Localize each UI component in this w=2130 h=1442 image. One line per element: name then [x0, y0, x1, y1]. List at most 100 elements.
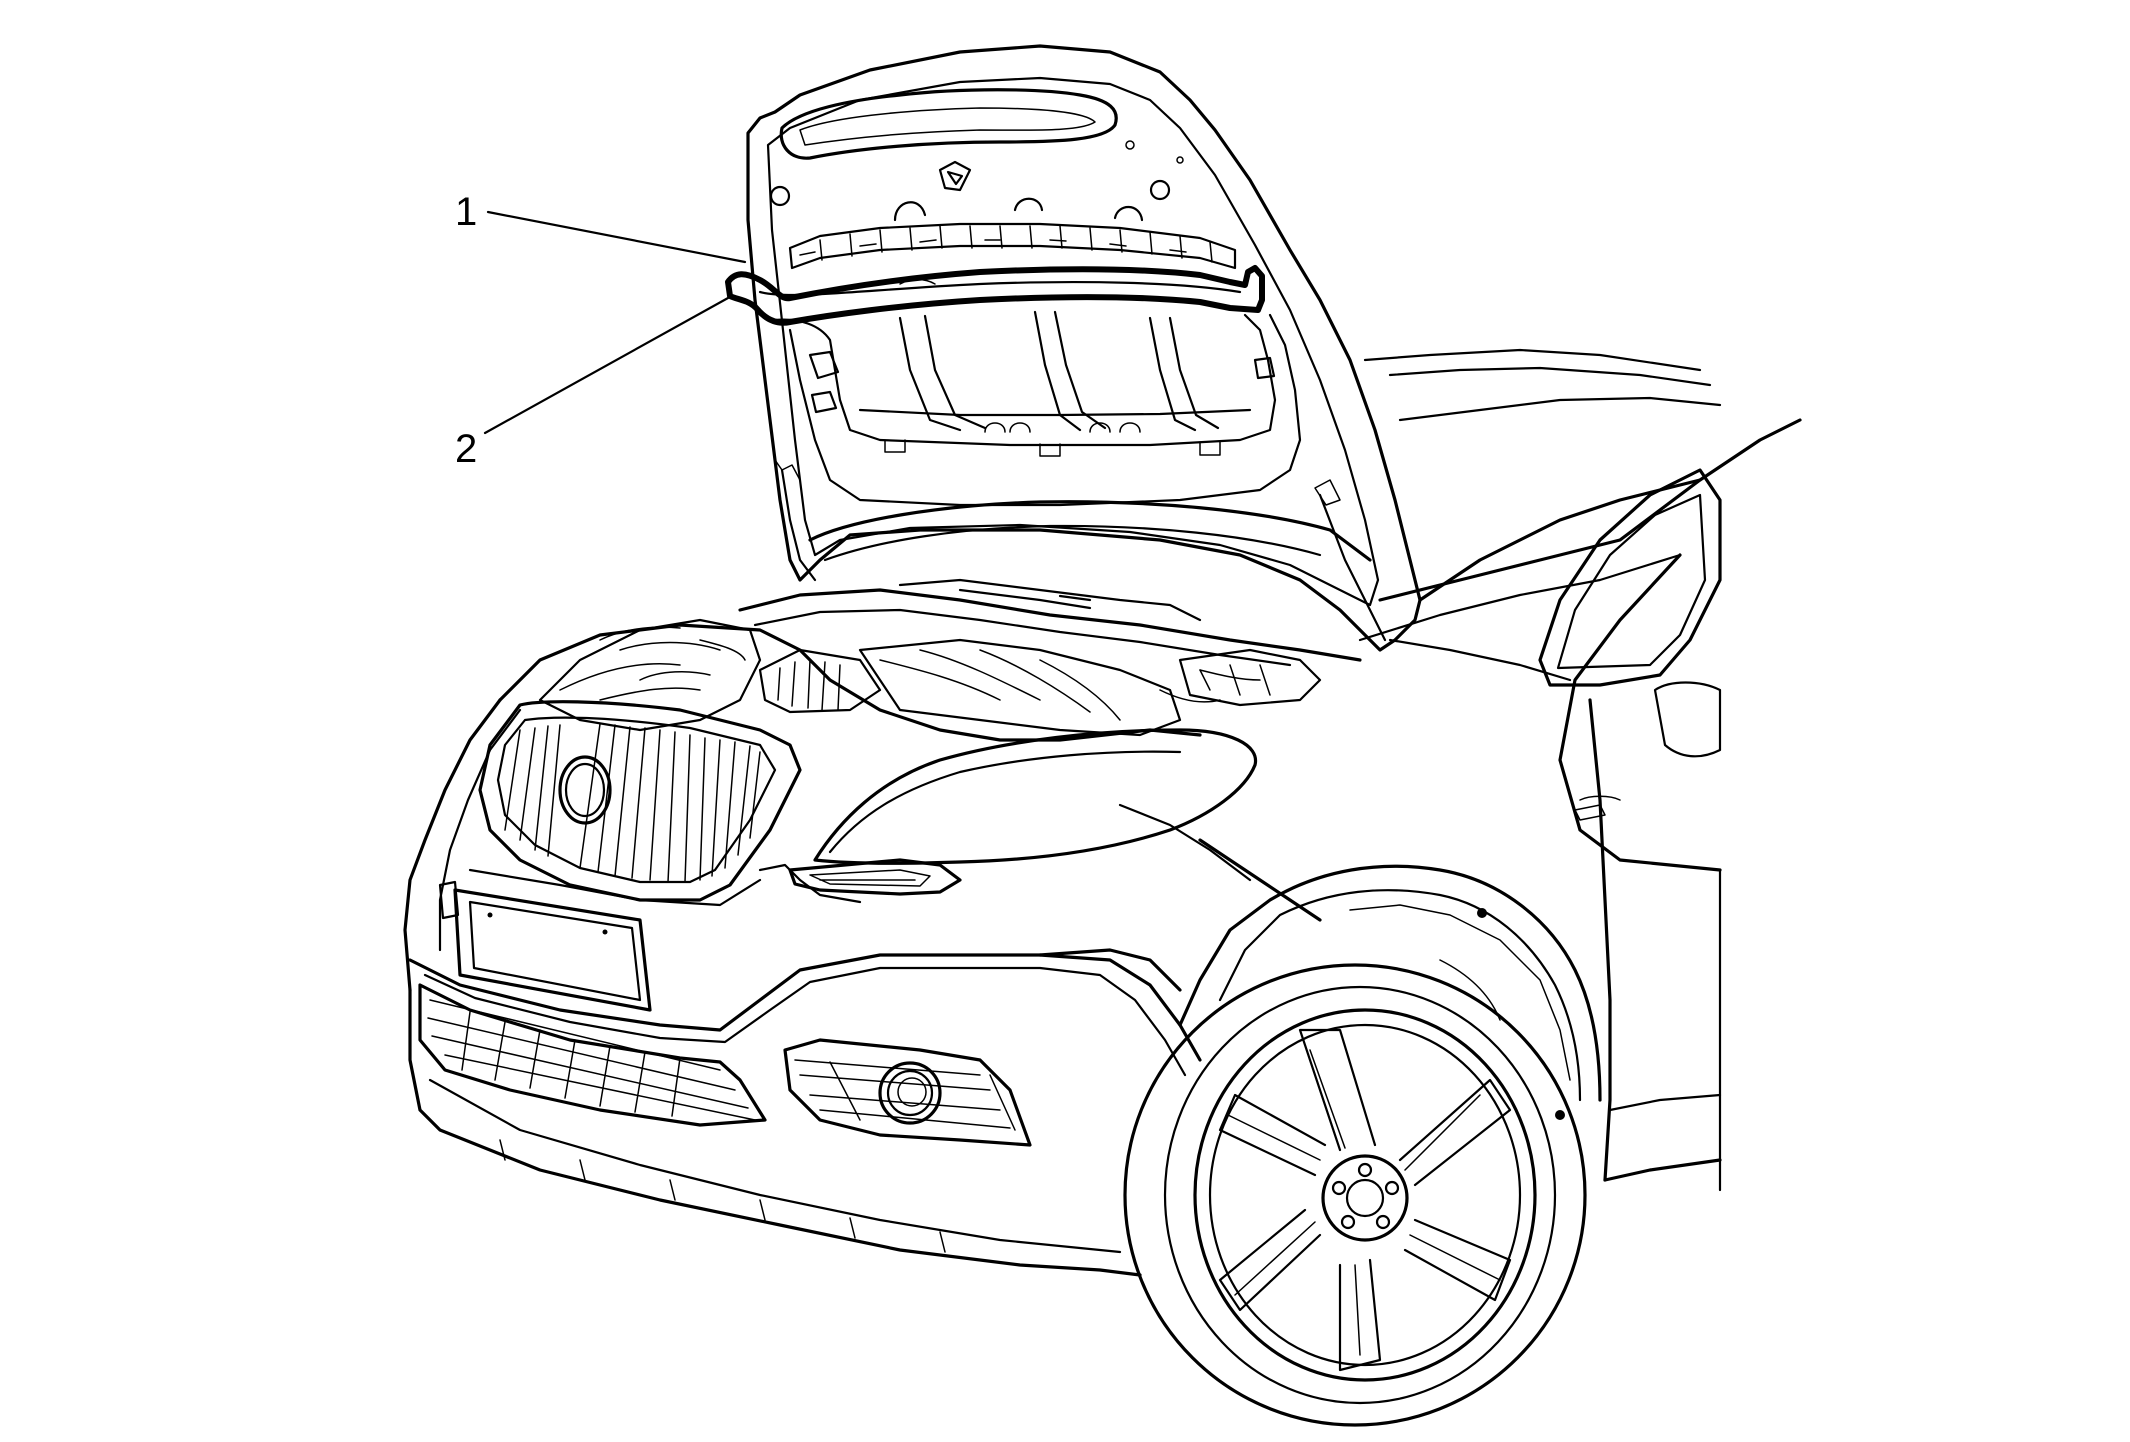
bumper-side-right: [1038, 948, 1182, 992]
fender-crease: [1118, 803, 1252, 882]
hood-stiffener-5: [1148, 316, 1197, 432]
hood-handle-inner: [799, 107, 1096, 146]
hood-bump-mid: [1013, 197, 1044, 212]
brake-caliper: [1439, 959, 1501, 1021]
fender-arch: [1178, 838, 1602, 1102]
cowl-panel: [738, 588, 1362, 662]
body-roof-line: [1363, 348, 1702, 372]
headlight: [813, 728, 1258, 865]
bumper-splitter-ticks: [499, 1139, 946, 1253]
hood-latch-right: [1253, 356, 1276, 380]
fog-lamp-housing: [783, 1038, 1032, 1147]
hood-bump-left: [893, 201, 927, 222]
side-window-inner: [1556, 493, 1707, 670]
insulator-channel-slots: [799, 239, 1187, 256]
grille-emblem-inner: [564, 762, 606, 818]
license-plate: [453, 888, 652, 1012]
hood-stiffener-2: [923, 314, 987, 430]
wheel-spoke-5: [1218, 1208, 1322, 1312]
hood-lower-lip: [808, 500, 1372, 562]
hood-hole-left: [769, 185, 791, 207]
rocker-panel-2: [1608, 1093, 1722, 1112]
engine-hoses: [559, 641, 721, 701]
bumper-bottom: [408, 988, 1142, 1277]
grille-emblem: [558, 755, 612, 825]
turn-signal: [788, 858, 962, 896]
hood-strut-right-2: [1314, 479, 1341, 506]
door-line: [1588, 698, 1612, 1182]
body-side: [1118, 348, 1802, 1192]
fascia-mid: [468, 868, 762, 907]
front-fascia: [403, 623, 1258, 1277]
hood-hole-small-2: [1176, 156, 1184, 164]
callout-2-leader: [483, 296, 730, 435]
fascia-left-inner: [438, 708, 522, 952]
wheel-hub-center: [1345, 1178, 1385, 1218]
rocker-panel: [1603, 1158, 1722, 1182]
wheel-spoke-2: [1398, 1078, 1512, 1187]
lower-grille-slats: [427, 999, 756, 1121]
engine-airbox: [758, 648, 882, 714]
fender-liner: [1349, 904, 1571, 1081]
rim-edge: [1193, 1008, 1537, 1382]
a-pillar: [1558, 553, 1722, 872]
hood-stiffener-4: [1053, 310, 1107, 430]
engine-manifold-detail: [879, 649, 1121, 721]
tire-inner: [1163, 985, 1557, 1405]
hood-inner-crossbar: [858, 408, 1252, 417]
lug-nut-2: [1384, 1180, 1400, 1196]
lower-grille: [418, 983, 767, 1127]
fender-top: [1378, 418, 1802, 602]
hood-strut-left: [780, 468, 817, 582]
license-plate-inner: [468, 900, 642, 1002]
lug-nut-3: [1375, 1214, 1391, 1230]
hood-inner-rim: [766, 76, 1380, 607]
engine-left-cover: [538, 618, 762, 732]
body-roof-line-3: [1398, 396, 1722, 422]
grille-slats: [504, 723, 761, 883]
plate-bolt-left: [487, 912, 493, 918]
hood-insulator-seal: [725, 265, 1265, 326]
hood-handle-opening: [779, 88, 1118, 160]
tire-outer: [1123, 963, 1587, 1427]
fascia-headlight-edge: [758, 863, 862, 904]
hood: [725, 44, 1422, 652]
fascia-top: [498, 623, 1202, 742]
hood-stiffener-3: [1033, 310, 1082, 432]
lug-nut-5: [1331, 1180, 1347, 1196]
windshield-edge: [1418, 478, 1702, 602]
fog-lamp-core: [897, 1077, 927, 1107]
hood-strut-left-2: [774, 459, 801, 481]
side-mirror: [1653, 681, 1722, 758]
callout-2-label: 2: [455, 427, 477, 471]
engine-airbox-ribs: [777, 659, 841, 711]
hood-strut-right: [1318, 493, 1387, 642]
turn-signal-inner: [809, 869, 931, 887]
wheel-spoke-4: [1338, 1258, 1382, 1372]
insulator-channel: [788, 222, 1237, 270]
door-handle: [1579, 795, 1621, 801]
hood-hole-right: [1149, 179, 1171, 201]
callout-1-label: 1: [455, 190, 477, 234]
bumper-upper-edge: [408, 953, 1202, 1062]
lug-nut-4: [1340, 1214, 1356, 1230]
fog-lamp-slats: [794, 1059, 1016, 1131]
hood-lower-lip-2: [823, 524, 1322, 562]
body-roof-line-2: [1388, 366, 1712, 387]
fascia-left-side: [403, 698, 502, 992]
wheel-spoke-shading: [1227, 1049, 1501, 1356]
wheel-spoke-3: [1403, 1218, 1512, 1302]
fog-lamp: [878, 1061, 942, 1125]
hood-insulator-seal-inner: [758, 280, 1242, 297]
hood-stiffener-6: [1168, 316, 1220, 430]
bumper-upper-edge-2: [423, 966, 1187, 1077]
side-marker: [1574, 804, 1606, 821]
fender-liner-clip: [1477, 908, 1487, 918]
strut-tower-right: [1178, 648, 1322, 707]
hood-hole-small: [1125, 140, 1135, 150]
headlight-inner: [828, 750, 1182, 854]
side-reflector-left: [438, 880, 460, 920]
hood-stiffener-1: [898, 316, 962, 432]
wheel-spoke-6: [1218, 1093, 1327, 1177]
